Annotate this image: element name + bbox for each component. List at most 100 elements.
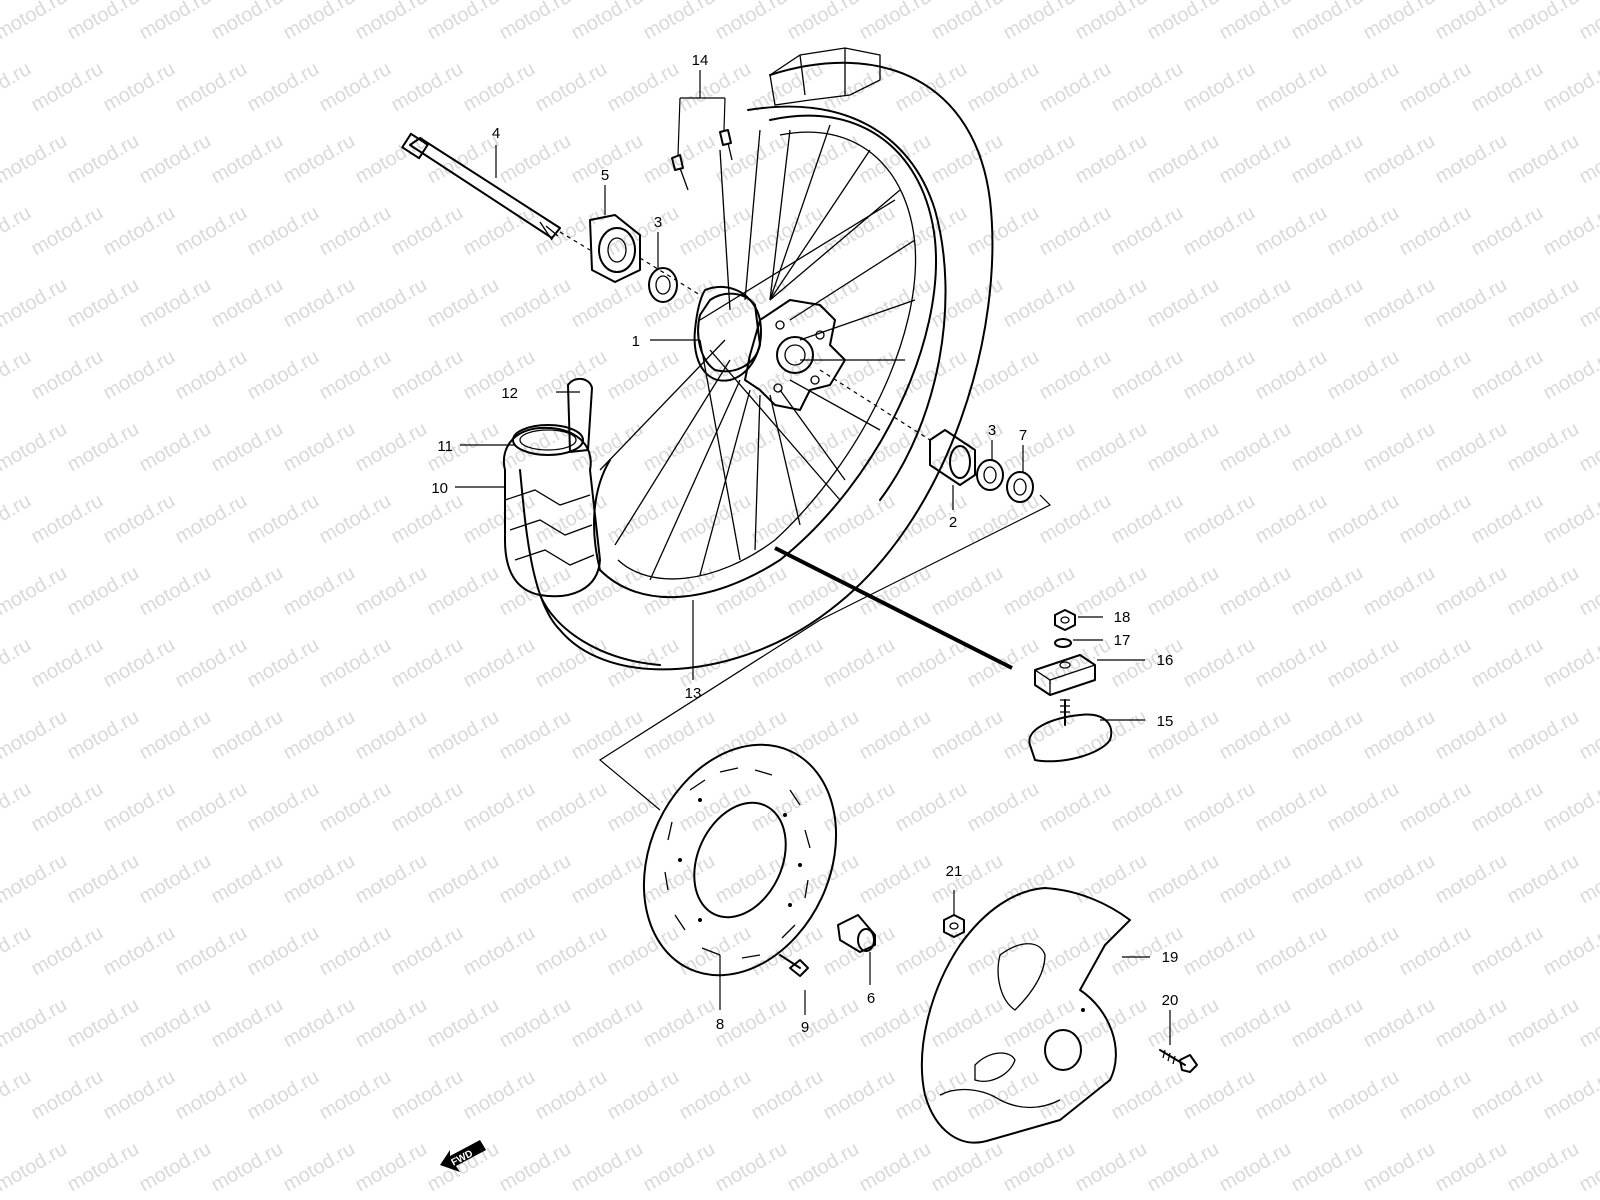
watermark-text: motod.ru bbox=[1180, 58, 1259, 117]
watermark-text: motod.ru bbox=[640, 562, 719, 621]
watermark-text: motod.ru bbox=[388, 58, 467, 117]
rim-band bbox=[567, 377, 593, 453]
watermark-text: motod.ru bbox=[460, 346, 539, 405]
callout-10: 10 bbox=[431, 480, 448, 497]
watermark-text: motod.ru bbox=[424, 994, 503, 1053]
disc-cover bbox=[920, 887, 1131, 1144]
watermark-text: motod.ru bbox=[1432, 274, 1511, 333]
watermark-text: motod.ru bbox=[280, 418, 359, 477]
watermark-text: motod.ru bbox=[820, 778, 899, 837]
watermark-text: motod.ru bbox=[136, 418, 215, 477]
watermark-text: motod.ru bbox=[892, 922, 971, 981]
callout-7: 7 bbox=[1019, 427, 1027, 444]
watermark-text: motod.ru bbox=[892, 490, 971, 549]
watermark-text: motod.ru bbox=[1072, 130, 1151, 189]
watermark-text: motod.ru bbox=[1396, 202, 1475, 261]
watermark-text: motod.ru bbox=[1360, 130, 1439, 189]
watermark-text: motod.ru bbox=[1504, 994, 1583, 1053]
watermark-text: motod.ru bbox=[1252, 490, 1331, 549]
watermark-text: motod.ru bbox=[568, 850, 647, 909]
watermark-text: motod.ru bbox=[136, 706, 215, 765]
watermark-text: motod.ru bbox=[172, 346, 251, 405]
watermark-text: motod.ru bbox=[28, 346, 107, 405]
watermark-text: motod.ru bbox=[568, 274, 647, 333]
watermark-text: motod.ru bbox=[1000, 418, 1079, 477]
watermark-text: motod.ru bbox=[244, 58, 323, 117]
watermark-text: motod.ru bbox=[640, 130, 719, 189]
watermark-text: motod.ru bbox=[1360, 418, 1439, 477]
watermark-text: motod.ru bbox=[1216, 562, 1295, 621]
watermark-text: motod.ru bbox=[64, 562, 143, 621]
callout-12: 12 bbox=[501, 385, 518, 402]
watermark-text: motod.ru bbox=[1036, 58, 1115, 117]
watermark-text: motod.ru bbox=[1468, 1066, 1547, 1125]
watermark-text: motod.ru bbox=[712, 1138, 791, 1197]
watermark-text: motod.ru bbox=[244, 634, 323, 693]
watermark-text: motod.ru bbox=[0, 778, 35, 837]
watermark-text: motod.ru bbox=[1324, 202, 1403, 261]
watermark-text: motod.ru bbox=[352, 994, 431, 1053]
watermark-text: motod.ru bbox=[568, 0, 647, 44]
watermark-text: motod.ru bbox=[1468, 202, 1547, 261]
watermark-text: motod.ru bbox=[388, 1066, 467, 1125]
watermark-text: motod.ru bbox=[352, 706, 431, 765]
watermark-text: motod.ru bbox=[1468, 778, 1547, 837]
watermark-text: motod.ru bbox=[1108, 778, 1187, 837]
watermark-text: motod.ru bbox=[64, 0, 143, 44]
watermark-text: motod.ru bbox=[1180, 922, 1259, 981]
callout-1: 1 bbox=[632, 333, 640, 350]
watermark-text: motod.ru bbox=[1468, 922, 1547, 981]
watermark-text: motod.ru bbox=[1036, 202, 1115, 261]
watermark-text: motod.ru bbox=[1108, 202, 1187, 261]
watermark-text: motod.ru bbox=[136, 1138, 215, 1197]
watermark-text: motod.ru bbox=[928, 850, 1007, 909]
watermark-text: motod.ru bbox=[244, 922, 323, 981]
watermark-text: motod.ru bbox=[244, 490, 323, 549]
watermark-text: motod.ru bbox=[1324, 490, 1403, 549]
watermark-text: motod.ru bbox=[856, 418, 935, 477]
watermark-text: motod.ru bbox=[0, 130, 71, 189]
watermark-text: motod.ru bbox=[748, 1066, 827, 1125]
watermark-text: motod.ru bbox=[784, 418, 863, 477]
watermark-text: motod.ru bbox=[640, 1138, 719, 1197]
rim-lock bbox=[1028, 699, 1113, 763]
watermark-text: motod.ru bbox=[1216, 706, 1295, 765]
watermark-text: motod.ru bbox=[1000, 274, 1079, 333]
watermark-text: motod.ru bbox=[1288, 0, 1367, 44]
watermark-text: motod.ru bbox=[1144, 850, 1223, 909]
watermark-text: motod.ru bbox=[604, 202, 683, 261]
watermark-text: motod.ru bbox=[1576, 562, 1600, 621]
watermark-text: motod.ru bbox=[1396, 634, 1475, 693]
watermark-text: motod.ru bbox=[784, 850, 863, 909]
watermark-text: motod.ru bbox=[136, 130, 215, 189]
watermark-text: motod.ru bbox=[964, 922, 1043, 981]
watermark-text: motod.ru bbox=[1504, 850, 1583, 909]
watermark-text: motod.ru bbox=[1324, 346, 1403, 405]
watermark-text: motod.ru bbox=[1468, 490, 1547, 549]
watermark-text: motod.ru bbox=[388, 346, 467, 405]
watermark-text: motod.ru bbox=[784, 1138, 863, 1197]
watermark-text: motod.ru bbox=[1576, 850, 1600, 909]
watermark-text: motod.ru bbox=[28, 922, 107, 981]
watermark-text: motod.ru bbox=[748, 634, 827, 693]
watermark-text: motod.ru bbox=[856, 850, 935, 909]
watermark-text: motod.ru bbox=[64, 418, 143, 477]
watermark-text: motod.ru bbox=[604, 922, 683, 981]
watermark-text: motod.ru bbox=[1324, 922, 1403, 981]
watermark-text: motod.ru bbox=[208, 130, 287, 189]
watermark-text: motod.ru bbox=[208, 706, 287, 765]
watermark-text: motod.ru bbox=[100, 634, 179, 693]
watermark-text: motod.ru bbox=[424, 850, 503, 909]
watermark-text: motod.ru bbox=[1216, 418, 1295, 477]
watermark-text: motod.ru bbox=[1000, 850, 1079, 909]
watermark-text: motod.ru bbox=[1504, 418, 1583, 477]
watermark-text: motod.ru bbox=[280, 130, 359, 189]
watermark-text: motod.ru bbox=[712, 0, 791, 44]
watermark-text: motod.ru bbox=[532, 634, 611, 693]
callout-13: 13 bbox=[685, 685, 702, 702]
spoke-nipples bbox=[671, 129, 733, 191]
hub-disc-mount bbox=[697, 292, 761, 373]
watermark-text: motod.ru bbox=[460, 58, 539, 117]
watermark-text: motod.ru bbox=[1216, 130, 1295, 189]
